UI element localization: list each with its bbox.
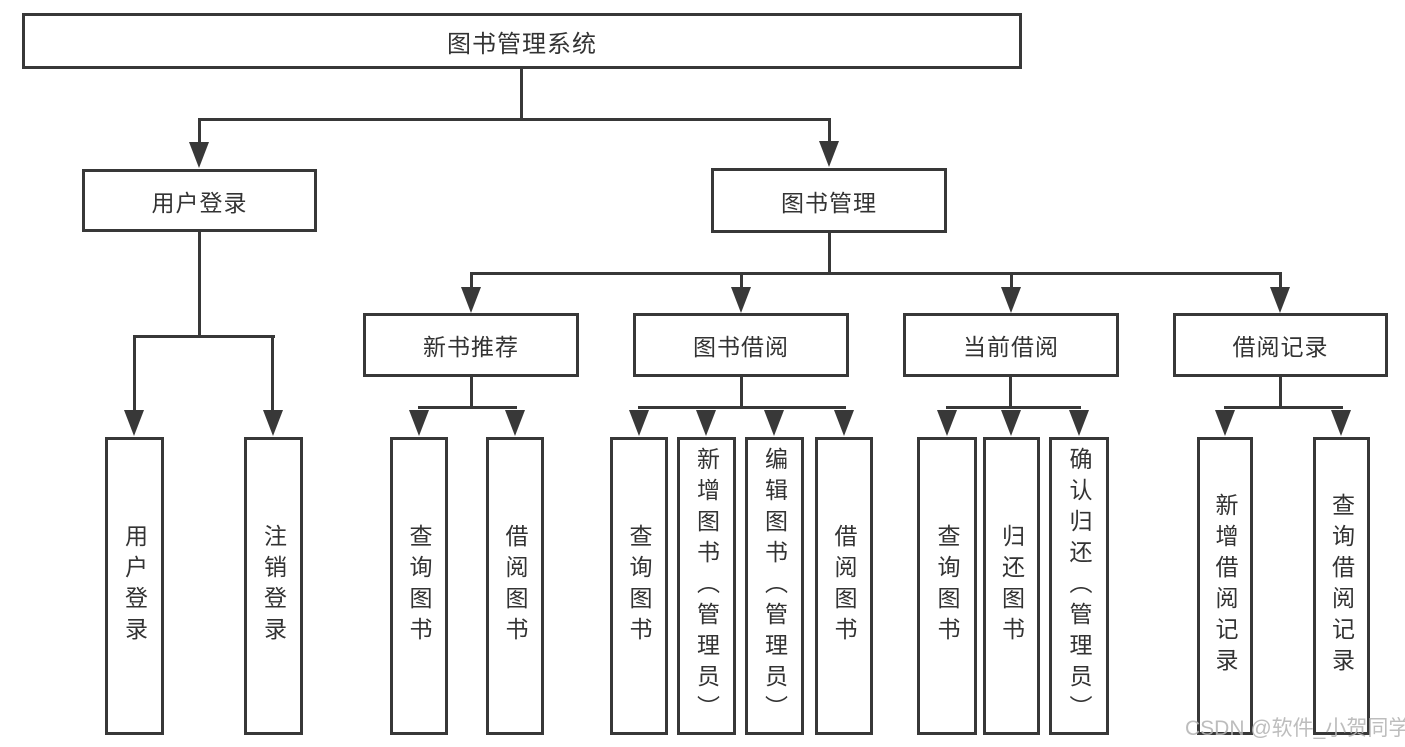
arrowhead-down-icon xyxy=(937,410,957,436)
arrowhead-down-icon xyxy=(124,410,144,436)
leaf-borrow-borrow-books: 借阅图书 xyxy=(815,437,873,735)
arrowhead-down-icon xyxy=(731,287,751,313)
connector-root-branch xyxy=(198,118,831,121)
leaf-current-query-books: 查询图书 xyxy=(917,437,977,735)
node-new-book-recommend: 新书推荐 xyxy=(363,313,579,377)
connector-drop-user-login xyxy=(198,118,201,148)
node-book-borrow-label: 图书借阅 xyxy=(693,334,789,360)
leaf-edit-books-admin: 编辑图书（管理员） xyxy=(745,437,804,735)
arrowhead-down-icon xyxy=(819,141,839,167)
connector-drop-new-book-recommend xyxy=(470,275,473,289)
leaf-recommend-borrow-books: 借阅图书 xyxy=(486,437,544,735)
leaf-recommend-query-books: 查询图书 xyxy=(390,437,448,735)
connector-records-trunk xyxy=(1279,377,1282,408)
connector-user-login-branch xyxy=(133,335,275,338)
arrowhead-down-icon xyxy=(1270,287,1290,313)
leaf-logout: 注销登录 xyxy=(244,437,303,735)
leaf-return-books-label: 归还图书 xyxy=(998,524,1025,648)
connector-drop-borrow-records xyxy=(1279,275,1282,289)
csdn-watermark: CSDN @软件_小贺同学 xyxy=(1185,717,1405,740)
connector-user-login-trunk xyxy=(198,232,201,338)
node-book-borrow: 图书借阅 xyxy=(633,313,849,377)
node-root: 图书管理系统 xyxy=(22,13,1022,69)
arrowhead-down-icon xyxy=(1215,410,1235,436)
leaf-query-borrow-record-label: 查询借阅记录 xyxy=(1328,493,1355,679)
leaf-borrow-query-books: 查询图书 xyxy=(610,437,668,735)
leaf-query-borrow-record: 查询借阅记录 xyxy=(1313,437,1370,735)
connector-records-branch xyxy=(1224,406,1343,409)
leaf-confirm-return-admin: 确认归还（管理员） xyxy=(1049,437,1109,735)
leaf-confirm-return-admin-label: 确认归还（管理员） xyxy=(1066,446,1092,726)
node-current-borrow-label: 当前借阅 xyxy=(963,334,1059,360)
node-book-management: 图书管理 xyxy=(711,168,947,233)
node-borrow-records: 借阅记录 xyxy=(1173,313,1388,377)
connector-drop-leaf-user-login xyxy=(133,338,136,412)
leaf-add-books-admin: 新增图书（管理员） xyxy=(677,437,736,735)
arrowhead-down-icon xyxy=(461,287,481,313)
arrowhead-down-icon xyxy=(505,410,525,436)
arrowhead-down-icon xyxy=(1001,287,1021,313)
arrowhead-down-icon xyxy=(629,410,649,436)
leaf-borrow-query-books-label: 查询图书 xyxy=(626,524,652,648)
connector-borrow-trunk xyxy=(740,377,743,408)
leaf-add-borrow-record-label: 新增借阅记录 xyxy=(1212,493,1238,679)
connector-recommend-trunk xyxy=(470,377,473,408)
arrowhead-down-icon xyxy=(764,410,784,436)
leaf-add-books-admin-label: 新增图书（管理员） xyxy=(693,446,720,726)
connector-drop-book-borrow xyxy=(740,275,743,289)
node-book-management-label: 图书管理 xyxy=(781,189,877,216)
connector-drop-book-management xyxy=(828,118,831,148)
arrowhead-down-icon xyxy=(696,410,716,436)
node-user-login: 用户登录 xyxy=(82,169,317,232)
connector-drop-current-borrow xyxy=(1010,275,1013,289)
leaf-recommend-borrow-books-label: 借阅图书 xyxy=(502,524,528,648)
leaf-borrow-borrow-books-label: 借阅图书 xyxy=(831,524,857,648)
connector-current-branch xyxy=(946,406,1081,409)
leaf-recommend-query-books-label: 查询图书 xyxy=(406,524,432,648)
arrowhead-down-icon xyxy=(189,142,209,168)
arrowhead-down-icon xyxy=(1069,410,1089,436)
node-new-book-recommend-label: 新书推荐 xyxy=(423,334,519,360)
leaf-return-books: 归还图书 xyxy=(983,437,1040,735)
leaf-edit-books-admin-label: 编辑图书（管理员） xyxy=(761,446,788,726)
connector-book-management-trunk xyxy=(828,233,831,275)
leaf-logout-label: 注销登录 xyxy=(260,524,287,648)
leaf-user-login: 用户登录 xyxy=(105,437,164,735)
connector-drop-leaf-logout xyxy=(271,338,274,412)
node-current-borrow: 当前借阅 xyxy=(903,313,1119,377)
arrowhead-down-icon xyxy=(1331,410,1351,436)
connector-book-management-branch xyxy=(470,272,1282,275)
arrowhead-down-icon xyxy=(263,410,283,436)
node-borrow-records-label: 借阅记录 xyxy=(1232,334,1329,360)
connector-current-trunk xyxy=(1009,377,1012,408)
connector-root-trunk xyxy=(520,69,523,120)
arrowhead-down-icon xyxy=(834,410,854,436)
connector-borrow-branch xyxy=(638,406,846,409)
node-root-label: 图书管理系统 xyxy=(447,30,597,58)
connector-recommend-branch xyxy=(418,406,517,409)
arrowhead-down-icon xyxy=(409,410,429,436)
arrowhead-down-icon xyxy=(1001,410,1021,436)
leaf-user-login-label: 用户登录 xyxy=(121,524,148,648)
leaf-current-query-books-label: 查询图书 xyxy=(934,524,960,648)
node-user-login-label: 用户登录 xyxy=(151,189,248,216)
leaf-add-borrow-record: 新增借阅记录 xyxy=(1197,437,1253,735)
